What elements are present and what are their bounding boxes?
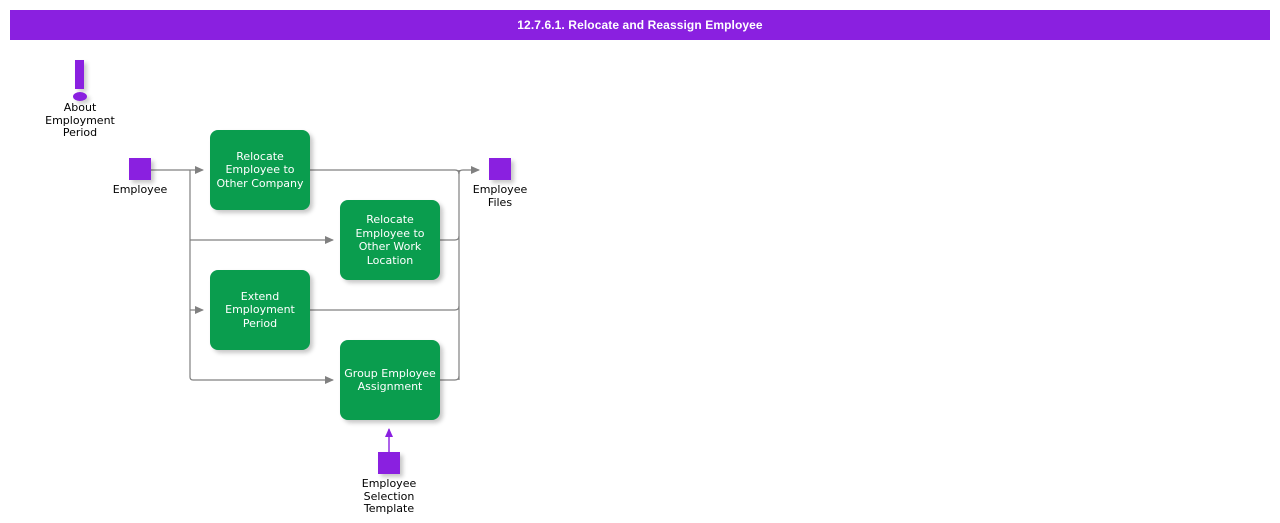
process-relocate-employee-to-other-company-label: Relocate Employee to Other Company — [216, 149, 304, 190]
data-node-employee[interactable]: Employee — [90, 158, 190, 197]
process-extend-employment-period[interactable]: Extend Employment Period — [210, 270, 310, 350]
diagram-canvas: About Employment Period Employee Employe… — [0, 40, 1280, 523]
exclamation-icon — [30, 60, 130, 102]
process-group-employee-assignment-label: Group Employee Assignment — [344, 366, 436, 394]
data-node-employee-label: Employee — [112, 183, 168, 196]
data-node-employee-files-label: Employee Files — [472, 183, 528, 209]
process-relocate-employee-to-other-work-location-label: Relocate Employee to Other Work Location — [355, 213, 425, 267]
data-node-employee-files[interactable]: Employee Files — [450, 158, 550, 209]
employee-object-icon — [129, 158, 151, 180]
employee-selection-template-object-icon — [378, 452, 400, 474]
exclamation-bar-icon — [75, 60, 84, 89]
connector-left-trunk — [189, 170, 196, 381]
connector-layer — [151, 166, 480, 452]
exclamation-dot-icon — [73, 92, 87, 101]
note-label: About Employment Period — [45, 101, 115, 139]
note-about-employment-period[interactable]: About Employment Period — [30, 60, 130, 140]
connector-group-assignment-to-rail — [440, 375, 460, 381]
page-title-bar: 12.7.6.1. Relocate and Reassign Employee — [10, 10, 1270, 40]
connector-relocate-work-location-to-rail — [440, 235, 460, 241]
process-extend-employment-period-label: Extend Employment Period — [225, 289, 295, 330]
data-node-employee-selection-template-label: Employee Selection Template — [361, 477, 417, 515]
data-node-employee-selection-template[interactable]: Employee Selection Template — [339, 452, 439, 516]
process-group-employee-assignment[interactable]: Group Employee Assignment — [340, 340, 440, 420]
process-relocate-employee-to-other-work-location[interactable]: Relocate Employee to Other Work Location — [340, 200, 440, 280]
page-title: 12.7.6.1. Relocate and Reassign Employee — [517, 18, 763, 32]
connector-relocate-company-to-rail — [310, 169, 460, 175]
connector-extend-period-to-rail — [310, 305, 460, 311]
process-relocate-employee-to-other-company[interactable]: Relocate Employee to Other Company — [210, 130, 310, 210]
employee-files-object-icon — [489, 158, 511, 180]
